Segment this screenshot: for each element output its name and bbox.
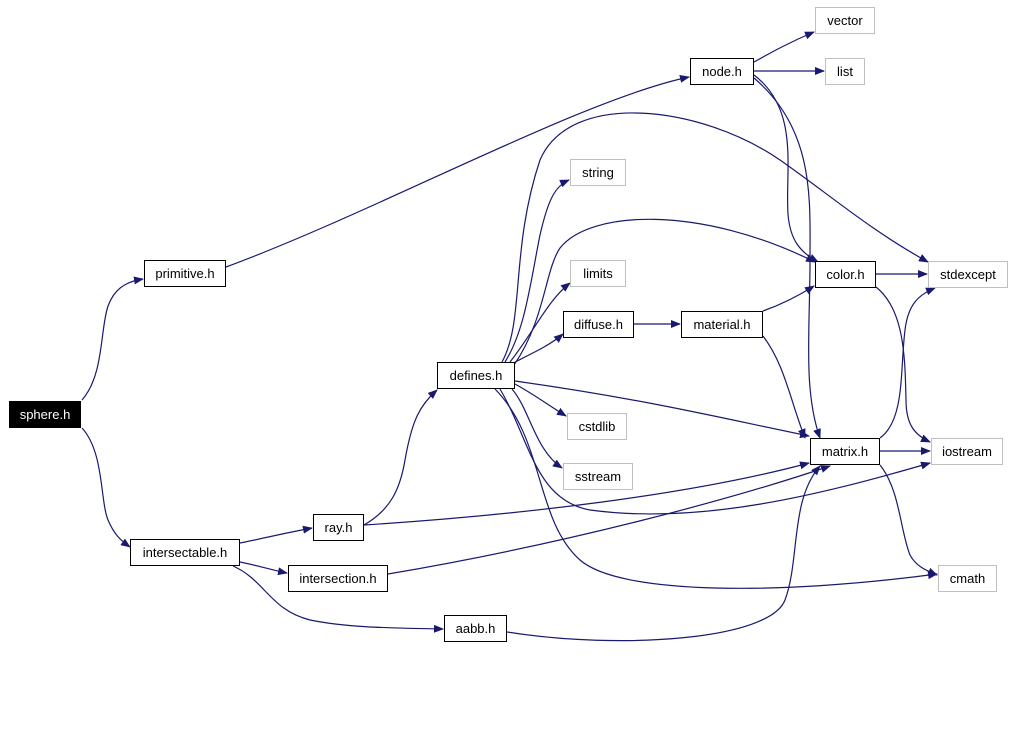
edge-defines-sstream <box>511 388 563 469</box>
edge-defines-diffuse <box>514 333 564 363</box>
node-matrix[interactable]: matrix.h <box>810 438 880 465</box>
edge-defines-iostream <box>499 388 931 515</box>
node-sphere[interactable]: sphere.h <box>9 401 81 428</box>
node-intersection[interactable]: intersection.h <box>288 565 388 592</box>
edge-material-matrix <box>762 335 806 439</box>
edge-intersectable-intersection <box>239 561 288 576</box>
node-color[interactable]: color.h <box>815 261 876 288</box>
edge-defines-cstdlib <box>514 383 567 417</box>
edge-defines-color <box>513 218 816 366</box>
edge-matrix-cmath <box>879 464 938 576</box>
node-sstream[interactable]: sstream <box>563 463 633 490</box>
node-intersectable[interactable]: intersectable.h <box>130 539 240 566</box>
node-stdexcept[interactable]: stdexcept <box>928 261 1008 288</box>
edge-ray-matrix <box>363 461 810 526</box>
edge-aabb-matrix <box>506 465 821 642</box>
edge-color-iostream <box>875 286 931 443</box>
node-string[interactable]: string <box>570 159 626 186</box>
node-primitive[interactable]: primitive.h <box>144 260 226 287</box>
node-aabb[interactable]: aabb.h <box>444 615 507 642</box>
edge-intersection-matrix <box>387 465 831 575</box>
edge-material-color <box>762 285 815 312</box>
edge-defines-stdexcept <box>501 112 929 363</box>
edge-defines-limits <box>509 282 571 363</box>
node-cstdlib[interactable]: cstdlib <box>567 413 627 440</box>
edge-ray-defines <box>363 389 438 526</box>
edge-node-vector <box>753 31 815 63</box>
node-node[interactable]: node.h <box>690 58 754 85</box>
edge-defines-cmath <box>494 388 938 589</box>
node-material[interactable]: material.h <box>681 311 763 338</box>
edge-intersectable-aabb <box>232 565 444 633</box>
node-cmath[interactable]: cmath <box>938 565 997 592</box>
node-diffuse[interactable]: diffuse.h <box>563 311 634 338</box>
edge-defines-matrix <box>514 380 810 439</box>
edge-sphere-primitive <box>81 276 144 401</box>
edge-primitive-node <box>225 74 690 268</box>
node-list[interactable]: list <box>825 58 865 85</box>
node-vector[interactable]: vector <box>815 7 875 34</box>
node-iostream[interactable]: iostream <box>931 438 1003 465</box>
edge-intersectable-ray <box>239 525 313 544</box>
node-ray[interactable]: ray.h <box>313 514 364 541</box>
edge-matrix-stdexcept <box>879 287 936 439</box>
edge-sphere-intersectable <box>81 427 131 548</box>
edge-node-color <box>753 74 819 263</box>
edge-defines-string <box>504 179 570 363</box>
node-limits[interactable]: limits <box>570 260 626 287</box>
node-defines[interactable]: defines.h <box>437 362 515 389</box>
